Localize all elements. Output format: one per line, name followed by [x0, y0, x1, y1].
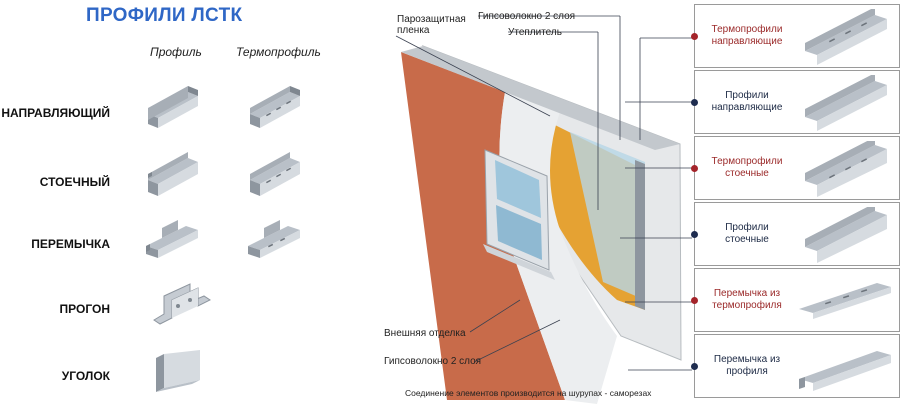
c-channel-thermo-icon	[244, 152, 308, 198]
u-channel-profile-icon	[142, 84, 206, 130]
angle-profile-icon	[150, 350, 208, 400]
lintel-perforated-icon	[795, 273, 895, 329]
panel-guide: Профили направляющие	[691, 70, 900, 134]
label-exterior-finish: Внешняя отделка	[384, 328, 466, 339]
panel-lintel: Перемычка из профиля	[691, 334, 900, 398]
red-dot-icon	[691, 33, 698, 40]
u-channel-icon	[795, 75, 895, 131]
row-label-stud: СТОЕЧНЫЙ	[39, 175, 110, 189]
panel-label: Перемычка из термопрофиля	[712, 288, 782, 311]
fastening-note: Соединение элементов производится на шур…	[405, 388, 652, 398]
label-vapor-barrier: Парозащитная пленка	[397, 14, 466, 36]
table-title: ПРОФИЛИ ЛСТК	[86, 5, 243, 26]
u-channel-perforated-icon	[795, 9, 895, 65]
panel-label: Профили стоечные	[725, 222, 769, 245]
lintel-icon	[795, 339, 895, 395]
panel-thermo-lintel: Перемычка из термопрофиля	[691, 268, 900, 332]
profiles-table: ПРОФИЛИ ЛСТК Профиль Термопрофиль НАПРАВ…	[0, 0, 350, 404]
column-header-thermoprofile: Термопрофиль	[236, 45, 321, 59]
panel-label: Профили направляющие	[711, 90, 783, 113]
label-gypsum-bottom: Гипсоволокно 2 слоя	[384, 356, 482, 367]
label-gypsum-top: Гипсоволокно 2 слоя	[478, 11, 576, 22]
c-channel-perforated-icon	[795, 141, 895, 197]
dark-dot-icon	[691, 363, 698, 370]
row-label-angle: УГОЛОК	[61, 369, 110, 383]
panel-stud: Профили стоечные	[691, 202, 900, 266]
wall-section-illustration	[355, 0, 690, 404]
row-label-guide: НАПРАВЛЯЮЩИЙ	[1, 106, 110, 120]
panel-label: Термопрофили стоечные	[711, 156, 783, 179]
red-dot-icon	[691, 165, 698, 172]
panel-thermo-guide: Термопрофили направляющие	[691, 4, 900, 68]
dark-dot-icon	[691, 231, 698, 238]
panel-label: Перемычка из профиля	[713, 354, 781, 377]
hat-purlin-profile-icon	[146, 282, 216, 334]
column-header-profile: Профиль	[150, 45, 202, 59]
c-channel-profile-icon	[142, 152, 206, 198]
panel-label: Термопрофили направляющие	[711, 24, 783, 47]
row-label-purlin: ПРОГОН	[59, 302, 110, 316]
lintel-thermo-icon	[244, 216, 308, 262]
dark-dot-icon	[691, 99, 698, 106]
lintel-profile-icon	[142, 216, 206, 262]
label-insulation: Утеплитель	[508, 27, 562, 38]
panel-thermo-stud: Термопрофили стоечные	[691, 136, 900, 200]
u-channel-thermo-icon	[244, 84, 308, 130]
row-label-lintel: ПЕРЕМЫЧКА	[31, 237, 110, 251]
c-channel-icon	[795, 207, 895, 263]
red-dot-icon	[691, 297, 698, 304]
